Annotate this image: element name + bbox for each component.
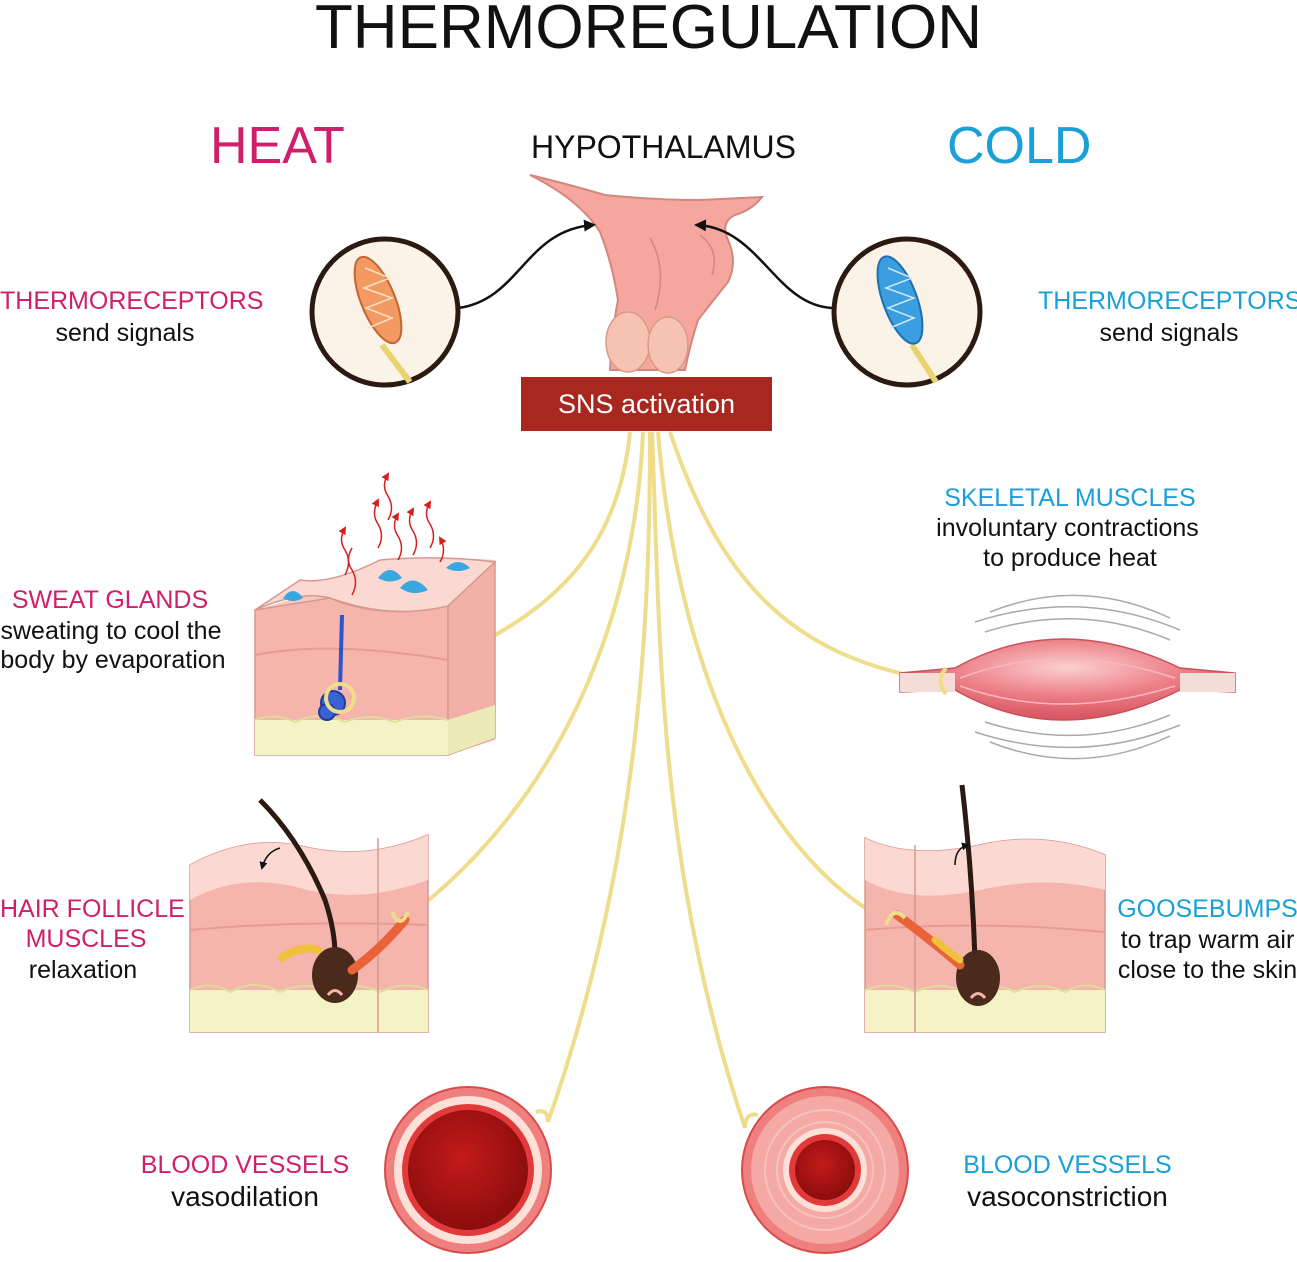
heat-thermoreceptors-title: THERMORECEPTORS bbox=[0, 287, 264, 315]
hair-follicle-title-line-2: MUSCLES bbox=[25, 925, 147, 953]
heat-thermoreceptors-text: send signals bbox=[55, 319, 195, 347]
skeletal-muscles-line-1: involuntary contractions bbox=[936, 514, 1199, 542]
sns-activation-box: SNS activation bbox=[521, 377, 772, 431]
hypothalamus-label: HYPOTHALAMUS bbox=[531, 129, 796, 165]
heat-header: HEAT bbox=[210, 117, 345, 175]
cold-blood-vessels-text: vasoconstriction bbox=[967, 1181, 1168, 1212]
skeletal-muscles-line-2: to produce heat bbox=[983, 544, 1157, 572]
hypothalamus-shape bbox=[529, 174, 765, 374]
diagram-title: THERMOREGULATION bbox=[314, 0, 983, 62]
goosebumps-title: GOOSEBUMPS bbox=[1117, 895, 1297, 923]
heat-hair-follicle-skin-block bbox=[189, 798, 429, 1033]
goosebumps-line-2: close to the skin bbox=[1117, 956, 1297, 984]
hair-follicle-title-line-1: HAIR FOLLICLE bbox=[0, 895, 185, 923]
sweat-gland-skin-block bbox=[254, 472, 497, 757]
cold-thermoreceptors-title: THERMORECEPTORS bbox=[1038, 287, 1297, 315]
cold-signal-arrow bbox=[694, 219, 833, 310]
cold-thermoreceptors-text: send signals bbox=[1099, 319, 1239, 347]
hair-follicle-text: relaxation bbox=[28, 956, 138, 984]
cold-header: COLD bbox=[947, 117, 1092, 175]
sweat-glands-title: SWEAT GLANDS bbox=[11, 586, 209, 614]
cold-blood-vessels-title: BLOOD VESSELS bbox=[963, 1151, 1172, 1179]
dilated-blood-vessel-icon bbox=[384, 1086, 552, 1254]
cold-thermoreceptor-icon bbox=[831, 236, 983, 388]
heat-blood-vessels-text: vasodilation bbox=[171, 1181, 319, 1212]
sweat-glands-line-2: body by evaporation bbox=[0, 646, 226, 674]
goosebumps-skin-block bbox=[864, 784, 1106, 1033]
sweat-glands-line-1: sweating to cool the bbox=[0, 617, 222, 645]
constricted-blood-vessel-icon bbox=[741, 1086, 909, 1254]
heat-signal-arrow bbox=[457, 219, 596, 310]
heat-thermoreceptor-icon bbox=[309, 236, 461, 388]
heat-blood-vessels-title: BLOOD VESSELS bbox=[140, 1151, 350, 1179]
skeletal-muscle-icon bbox=[899, 594, 1236, 760]
skeletal-muscles-title: SKELETAL MUSCLES bbox=[944, 484, 1196, 512]
goosebumps-line-1: to trap warm air bbox=[1120, 926, 1295, 954]
nerve-fibers bbox=[344, 431, 947, 1129]
